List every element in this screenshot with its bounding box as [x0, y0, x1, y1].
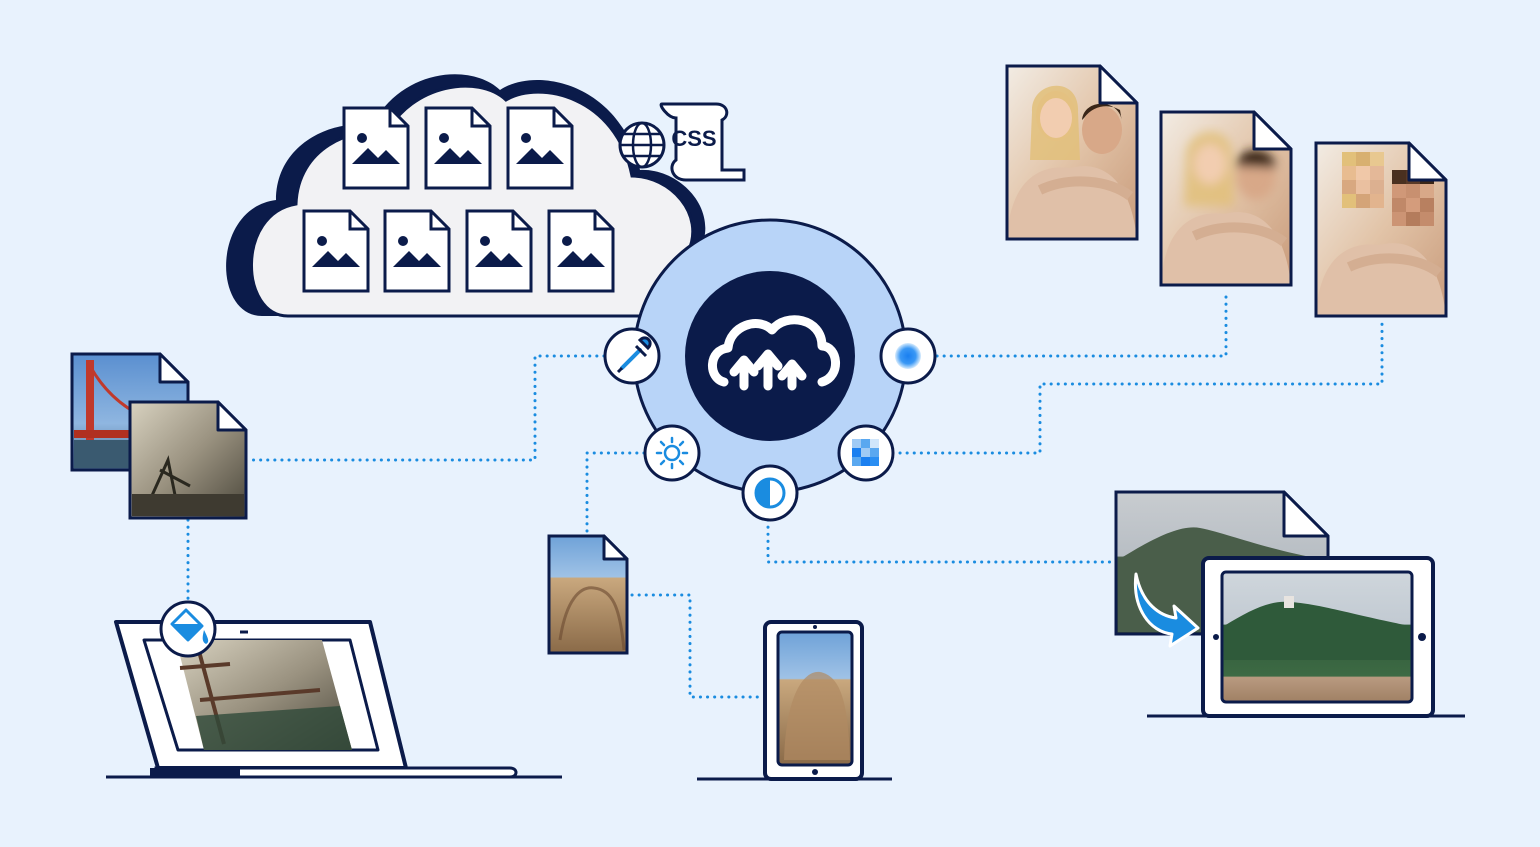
image-file-icon	[342, 106, 410, 190]
sepia-photo-file	[128, 400, 248, 520]
image-file-icon	[424, 106, 492, 190]
contrast-icon	[754, 477, 786, 509]
couple-photo-blurred	[1159, 110, 1293, 287]
connector-lines	[186, 291, 1384, 699]
blur-tool[interactable]	[879, 327, 937, 385]
contrast-tool[interactable]	[741, 464, 799, 522]
image-file-icon	[506, 106, 574, 190]
rock-photo-file	[547, 534, 629, 655]
css-stylesheet-badge: CSS	[618, 102, 746, 182]
globe-icon	[618, 121, 666, 169]
brightness-icon	[655, 436, 689, 470]
image-file-icon	[302, 209, 370, 293]
couple-photo-pixelated	[1314, 141, 1448, 318]
paint-bucket-tool[interactable]	[159, 600, 217, 658]
pixelate-icon	[852, 439, 879, 466]
stored-image-files	[302, 106, 615, 293]
image-file-icon	[465, 209, 533, 293]
resize-arrow-icon	[1133, 572, 1200, 648]
pixelate-tool[interactable]	[837, 424, 895, 482]
image-file-icon	[547, 209, 615, 293]
laptop-device	[106, 620, 562, 779]
cloudinary-logo-icon	[708, 315, 840, 391]
transformation-hub	[632, 218, 908, 494]
brightness-tool[interactable]	[643, 424, 701, 482]
blur-dot-icon	[895, 343, 921, 369]
tablet-device	[1147, 556, 1465, 718]
couple-photo-original	[1005, 64, 1139, 241]
color-picker-tool[interactable]	[603, 327, 661, 385]
phone-device	[697, 620, 892, 781]
color-picker-icon	[616, 336, 652, 374]
paint-bucket-icon	[170, 608, 209, 644]
css-label: CSS	[671, 126, 716, 151]
image-file-icon	[383, 209, 451, 293]
